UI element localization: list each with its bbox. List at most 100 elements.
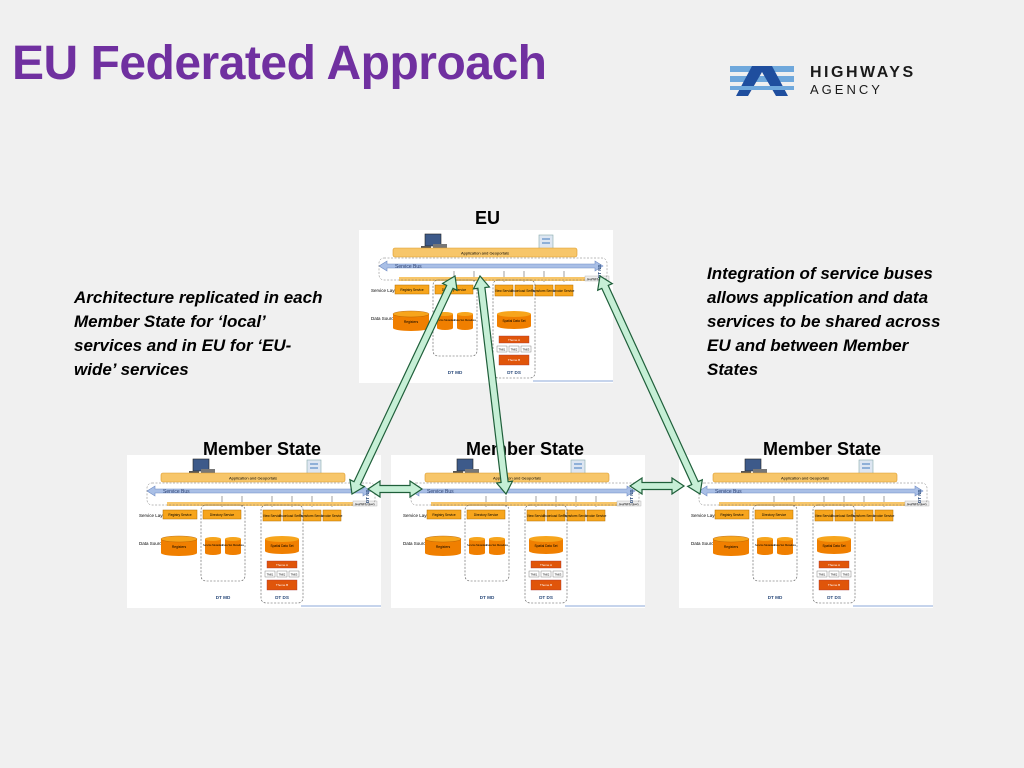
logo-line2: AGENCY [810, 82, 883, 97]
svg-text:Registry Service: Registry Service [168, 513, 191, 517]
view-service-box [494, 284, 514, 297]
service-metadata-cylinder [205, 537, 221, 555]
view-service-box [526, 509, 546, 522]
svg-text:Data Set Metadata: Data Set Metadata [222, 543, 244, 547]
document-icon [538, 234, 554, 250]
svg-text:Invoke Service: Invoke Service [586, 514, 607, 518]
svg-text:View Service: View Service [495, 289, 514, 293]
document-icon [858, 459, 874, 475]
arrow-eu-to-member-state-2 [472, 274, 514, 496]
tm02-box [276, 570, 288, 578]
spatial-dataset-cylinder [265, 536, 299, 554]
dt-ns-label: DT NS [365, 490, 370, 504]
dt-ds-label: DT DS [539, 595, 553, 600]
svg-text:Get/WFS Query: Get/WFS Query [587, 277, 607, 281]
dt-md-group [752, 504, 798, 582]
data-sources-label: Data Sources [371, 316, 399, 321]
svg-text:Transform Service: Transform Service [851, 514, 877, 518]
dt-md-label: DT MD [216, 595, 231, 600]
svg-text:Transform Service: Transform Service [531, 289, 557, 293]
svg-text:Invoke Service: Invoke Service [322, 514, 343, 518]
svg-text:Directory Service: Directory Service [442, 288, 466, 292]
registers-cylinder [392, 310, 430, 331]
application-layer [424, 472, 610, 483]
application-layer [712, 472, 898, 483]
service-metadata-cylinder [437, 312, 453, 330]
label-member-state-2: Member State [466, 439, 585, 459]
svg-text:Service Metadata: Service Metadata [203, 543, 224, 547]
theme-a-box [266, 560, 298, 569]
spatial-dataset-cylinder [817, 536, 851, 554]
dt-ns-label: DT NS [597, 265, 602, 279]
svg-text:Theme A: Theme A [828, 563, 840, 567]
tm01-box [496, 345, 508, 353]
svg-text:TM03: TM03 [291, 573, 298, 577]
view-service-box [262, 509, 282, 522]
svg-text:Service Metadata: Service Metadata [755, 543, 776, 547]
wms-query-box [904, 500, 930, 507]
svg-text:View Service: View Service [263, 514, 282, 518]
application-layer-label: Application and Geoportals [461, 251, 509, 256]
svg-text:Registry Service: Registry Service [432, 513, 455, 517]
invoke-service-box [322, 509, 342, 522]
highways-agency-logo: HIGHWAYS AGENCY [730, 62, 960, 102]
data-sources-label: Data Sources [691, 541, 719, 546]
application-layer-label: Application and Geoportals [493, 476, 541, 481]
tm02-box [828, 570, 840, 578]
service-bus-label: Service Bus [163, 489, 190, 495]
registry-service-box [426, 509, 462, 520]
svg-text:Download Service: Download Service [543, 514, 569, 518]
spatial-dataset-cylinder [497, 311, 531, 329]
svg-text:Theme B: Theme B [276, 583, 288, 587]
tm01-box [528, 570, 540, 578]
transform-service-box [302, 509, 322, 522]
wms-query-box [616, 500, 642, 507]
tm02-box [540, 570, 552, 578]
dataset-metadata-cylinder [777, 537, 793, 555]
tm03-box [840, 570, 852, 578]
label-member-state-3: Member State [763, 439, 882, 459]
svg-text:TM03: TM03 [843, 573, 850, 577]
svg-text:Directory Service: Directory Service [474, 513, 498, 517]
service-bus-label: Service Bus [427, 489, 454, 495]
service-bus-arrow [698, 485, 924, 497]
service-band [399, 277, 599, 281]
document-icon [306, 459, 322, 475]
registry-service-box [394, 284, 430, 295]
service-metadata-cylinder [757, 537, 773, 555]
svg-text:Transform Service: Transform Service [563, 514, 589, 518]
slide-title: EU Federated Approach [12, 37, 547, 90]
theme-a-box [530, 560, 562, 569]
dt-md-label: DT MD [480, 595, 495, 600]
svg-text:Spatial Data Set: Spatial Data Set [534, 544, 557, 548]
registry-service-box [162, 509, 198, 520]
svg-text:Theme A: Theme A [508, 338, 520, 342]
svg-text:Theme B: Theme B [828, 583, 840, 587]
theme-a-box [818, 560, 850, 569]
svg-text:View Service: View Service [815, 514, 834, 518]
download-service-box [514, 284, 534, 297]
data-sources-label: Data Sources [403, 541, 431, 546]
data-sources-label: Data Sources [139, 541, 167, 546]
service-band [431, 502, 631, 506]
dt-md-group [200, 504, 246, 582]
dt-md-label: DT MD [448, 370, 463, 375]
svg-text:TM03: TM03 [523, 348, 530, 352]
svg-text:View Service: View Service [527, 514, 546, 518]
dt-ns-group [378, 257, 608, 281]
view-service-box [814, 509, 834, 522]
svg-text:TM02: TM02 [543, 573, 550, 577]
registers-cylinder [712, 535, 750, 556]
arrow-ms1-to-ms2 [366, 479, 424, 499]
tm01-box [264, 570, 276, 578]
theme-a-box [498, 335, 530, 344]
directory-service-box [754, 509, 794, 520]
svg-text:Registers: Registers [404, 320, 419, 324]
svg-text:TM01: TM01 [499, 348, 506, 352]
directory-service-box [466, 509, 506, 520]
service-bus-arrow [378, 260, 604, 272]
dt-md-label: DT MD [768, 595, 783, 600]
svg-text:TM02: TM02 [511, 348, 518, 352]
label-member-state-1: Member State [203, 439, 322, 459]
download-service-box [282, 509, 302, 522]
